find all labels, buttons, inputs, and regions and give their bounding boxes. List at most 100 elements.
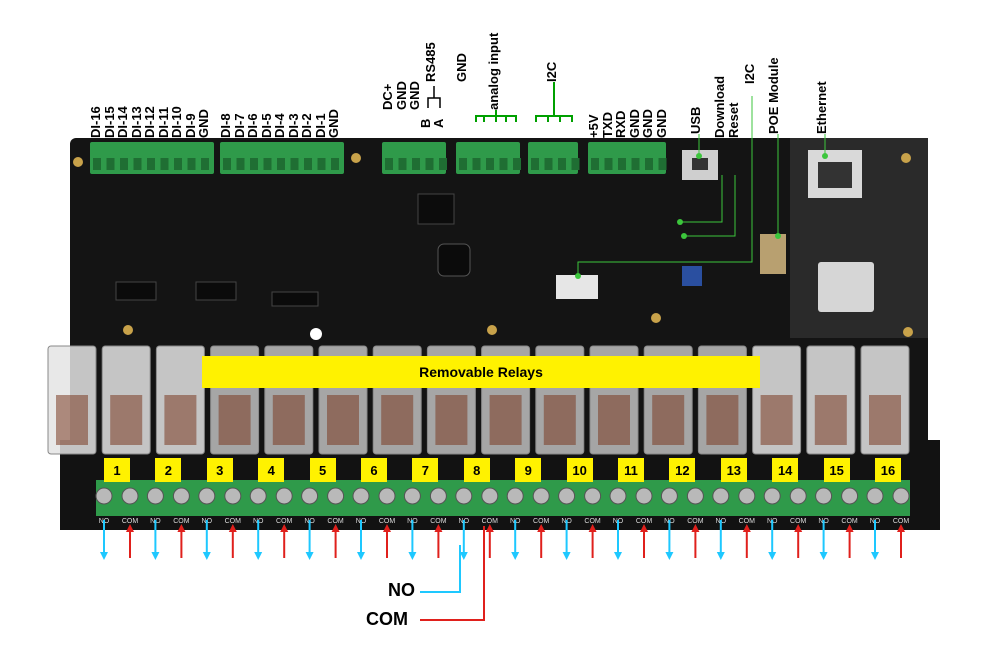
terminal-pin — [317, 158, 326, 170]
no-screw — [95, 487, 113, 505]
com-arrow-head — [228, 524, 237, 532]
relay-coil — [56, 395, 88, 445]
com-screw — [532, 487, 550, 505]
terminal-label-com: COM — [482, 518, 499, 525]
ethernet-label: Ethernet — [814, 81, 829, 134]
no-arrow-head — [768, 552, 777, 560]
relay-number-1: 1 — [104, 458, 130, 482]
poe-module — [760, 234, 786, 274]
relay-number-12: 12 — [669, 458, 696, 482]
relay-number-5: 5 — [309, 458, 336, 482]
relay-coil — [760, 395, 793, 445]
terminal-pin — [645, 158, 653, 170]
di-low-label-2: DI-6 — [245, 113, 260, 138]
rs485-label: RS485 — [423, 42, 438, 82]
terminal-pin — [187, 158, 196, 170]
terminal-pin — [499, 158, 508, 170]
serial-label-4: GND — [640, 109, 655, 138]
no-arrow-head — [151, 552, 160, 560]
relay-number-15: 15 — [823, 458, 850, 482]
no-arrow-head — [871, 552, 879, 560]
terminal-pin — [290, 158, 299, 170]
removable-relays-banner: Removable Relays — [202, 356, 760, 388]
relay-coil — [543, 395, 576, 445]
relay-coil — [814, 395, 847, 445]
relay-coil — [110, 395, 143, 445]
relay-number-8: 8 — [463, 458, 490, 482]
no-arrow-head — [254, 552, 263, 560]
terminal-label-com: COM — [533, 518, 550, 525]
relay-coil — [218, 395, 251, 445]
i2c-connector — [556, 275, 598, 299]
no-arrow-head — [459, 552, 468, 560]
terminal-label-com: COM — [225, 518, 242, 525]
relay-number-16: 16 — [875, 458, 901, 482]
terminal-pin — [472, 158, 481, 170]
terminal-pin — [558, 158, 566, 170]
terminal-label-com: COM — [739, 518, 756, 525]
di-high-label-4: DI-12 — [142, 106, 157, 138]
analog-input-label: analog input — [486, 32, 501, 110]
reset-label: Reset — [726, 102, 741, 138]
poe-module-chip — [818, 262, 874, 312]
terminal-label-com: COM — [276, 518, 293, 525]
com-arrow-head — [434, 524, 443, 532]
usb-label: USB — [688, 106, 703, 134]
terminal-pin — [544, 158, 553, 170]
terminal-pin — [106, 158, 115, 170]
no-arrow-head — [100, 552, 108, 560]
terminal-pin — [263, 158, 272, 170]
com-arrow-head — [177, 524, 186, 532]
no-arrow-head — [665, 552, 674, 560]
rs485-a-label: A — [431, 118, 446, 128]
serial-label-0: +5V — [586, 114, 601, 139]
no-screw — [403, 487, 421, 505]
terminal-pin — [331, 158, 339, 170]
potentiometer — [682, 266, 702, 286]
terminal-pin — [250, 158, 258, 170]
di-high-label-2: DI-14 — [115, 106, 130, 138]
com-screw — [378, 487, 396, 505]
terminal-pin — [223, 158, 231, 170]
no-arrow-head — [511, 552, 520, 560]
terminal-pin — [459, 158, 467, 170]
terminal-label-com: COM — [790, 518, 807, 525]
relay-number-2: 2 — [155, 458, 182, 482]
no-arrow-head — [819, 552, 828, 560]
terminal-pin — [513, 158, 521, 170]
terminal-label-com: COM — [430, 518, 447, 525]
di-low-label-6: DI-2 — [299, 113, 314, 138]
di-low-label-4: DI-4 — [272, 113, 287, 138]
terminal-pin — [439, 158, 447, 170]
com-arrow-head — [691, 524, 700, 532]
terminal-pin — [174, 158, 182, 170]
com-arrow-head — [845, 524, 854, 532]
terminal-label-com: COM — [636, 518, 653, 525]
com-screw — [275, 487, 293, 505]
no-arrow-head — [408, 552, 417, 560]
com-arrow-head — [383, 524, 391, 532]
com-screw — [327, 487, 345, 505]
no-screw — [198, 487, 216, 505]
download-label: Download — [712, 75, 727, 138]
relay-coil — [652, 395, 685, 445]
terminal-pin — [201, 158, 209, 170]
terminal-pin — [591, 158, 599, 170]
terminal-pin — [618, 158, 626, 170]
no-arrow-head — [305, 552, 314, 560]
relay-number-7: 7 — [412, 458, 439, 482]
relay-number-9: 9 — [515, 458, 542, 482]
terminal-pin — [304, 158, 312, 170]
com-screw — [429, 487, 447, 505]
no-screw — [660, 487, 678, 505]
serial-label-5: GND — [653, 109, 669, 138]
relay-number-11: 11 — [618, 458, 644, 482]
power-label-0: DC+ — [380, 83, 395, 110]
di-high-label-0: DI-16 — [88, 106, 103, 138]
com-screw — [738, 487, 756, 505]
com-arrow-head — [742, 524, 751, 532]
relay-number-6: 6 — [361, 458, 387, 482]
legend-com: COM — [366, 609, 408, 629]
relay-coil — [489, 395, 522, 445]
